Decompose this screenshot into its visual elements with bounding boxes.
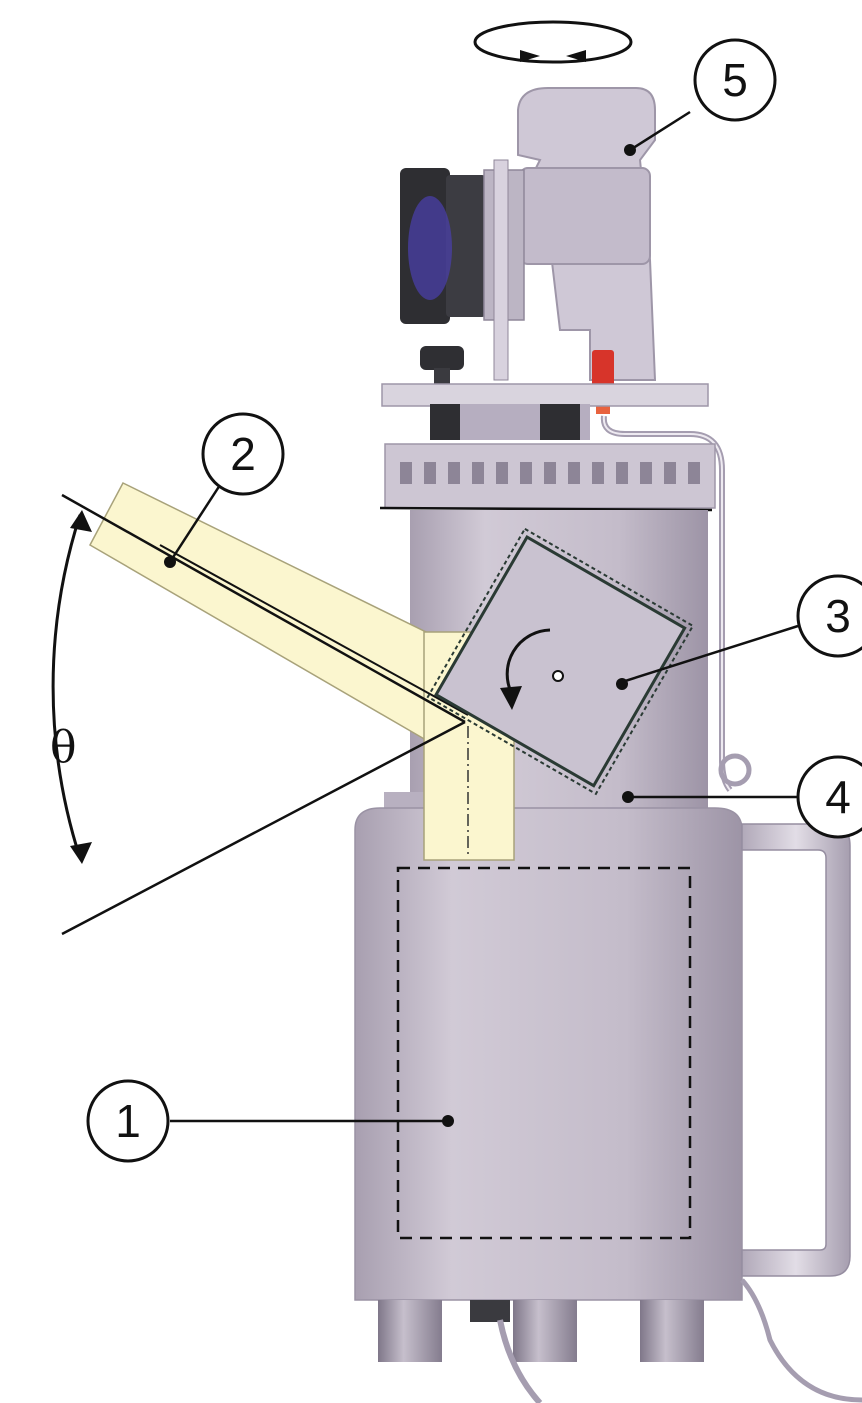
callout-4: 4: [796, 755, 862, 839]
pivot-rotation-icon: [500, 628, 564, 710]
vent-slots: [400, 462, 700, 484]
svg-text:3: 3: [825, 590, 851, 642]
theta-label: θ: [50, 722, 77, 773]
sample-crystal: [426, 527, 695, 796]
internal-component-outline: [396, 866, 692, 1240]
callout-5: 5: [693, 38, 777, 122]
callout-leaders: [168, 110, 799, 1123]
rotation-arrow-icon: [473, 20, 633, 64]
svg-text:1: 1: [115, 1095, 141, 1147]
callout-1: 1: [86, 1079, 170, 1163]
detector-head: [381, 20, 709, 440]
callout-2: 2: [201, 412, 285, 496]
carry-handle: [741, 823, 851, 1277]
theta-angle-indicator: [51, 493, 466, 936]
svg-text:4: 4: [825, 771, 851, 823]
svg-text:5: 5: [722, 54, 748, 106]
svg-text:2: 2: [230, 428, 256, 480]
base-housing: [354, 807, 862, 1403]
callout-3: 3: [796, 574, 862, 658]
